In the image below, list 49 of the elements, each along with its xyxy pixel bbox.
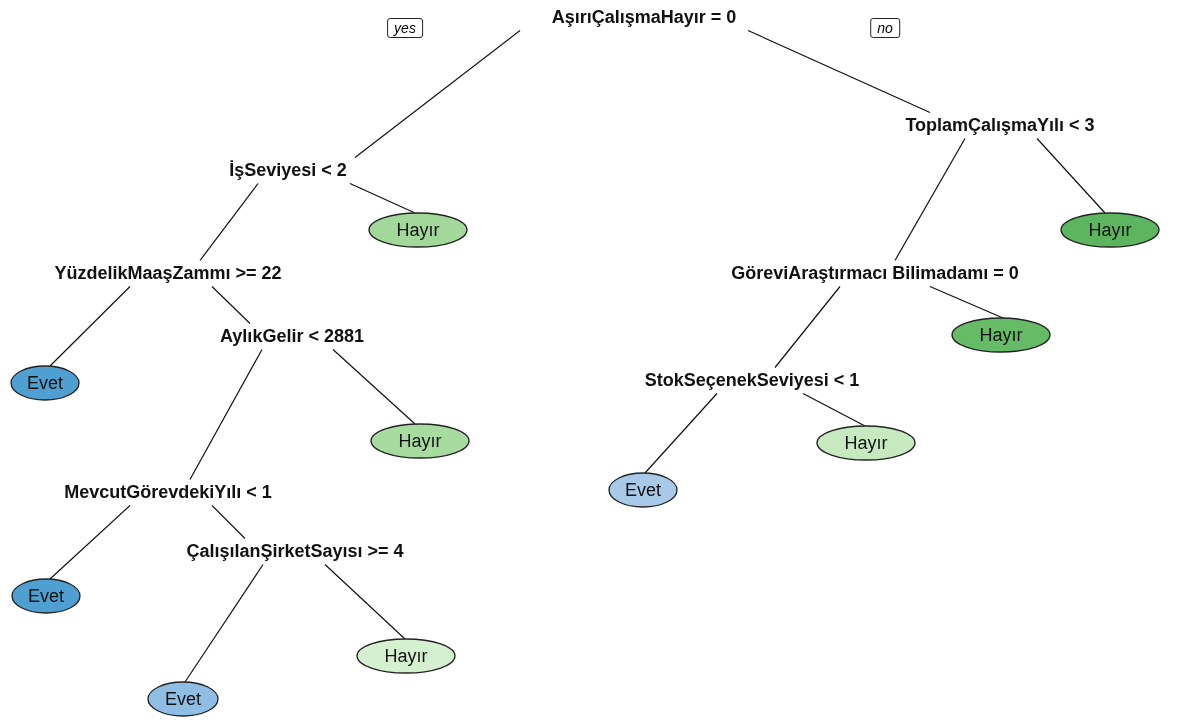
leaf-ellipse — [356, 638, 456, 674]
class-label: Hayır — [979, 324, 1023, 346]
branch-direction-tag: no — [870, 18, 900, 38]
leaf-ellipse — [608, 472, 678, 508]
split-condition: ToplamÇalışmaYılı < 3 — [903, 111, 1097, 139]
branch-line — [774, 285, 841, 369]
class-label: Evet — [625, 479, 661, 501]
leaf-ellipse — [816, 425, 916, 461]
split-condition: AylıkGelir < 2881 — [218, 322, 366, 350]
branch-line — [644, 392, 718, 474]
branch-line — [354, 29, 521, 159]
split-condition: AşırıÇalışmaHayır = 0 — [549, 3, 739, 31]
branch-line — [189, 348, 263, 481]
class-label: Hayır — [396, 219, 440, 241]
branch-line — [802, 392, 866, 427]
class-label: Hayır — [384, 645, 428, 667]
class-label: Evet — [27, 372, 63, 394]
branch-line — [349, 182, 416, 214]
split-condition: GöreviAraştırmacı Bilimadamı = 0 — [729, 259, 1021, 287]
class-label: Hayır — [398, 430, 442, 452]
split-condition: YüzdelikMaaşZammı >= 22 — [52, 259, 284, 287]
branch-line — [324, 563, 406, 640]
class-label: Hayır — [844, 432, 888, 454]
branch-line — [929, 285, 1004, 319]
split-condition: İşSeviyesi < 2 — [227, 156, 349, 184]
leaf-ellipse — [10, 365, 80, 401]
leaf-ellipse — [951, 317, 1051, 353]
leaf-ellipse — [368, 212, 468, 248]
class-label: Evet — [165, 688, 201, 710]
branch-line — [184, 563, 264, 683]
branch-direction-tag: yes — [387, 18, 423, 38]
split-condition: MevcutGörevdekiYılı < 1 — [62, 478, 274, 506]
split-condition: ÇalışılanŞirketSayısı >= 4 — [184, 537, 406, 565]
branch-line — [211, 285, 251, 325]
branch-line — [199, 182, 259, 262]
leaf-ellipse — [1060, 212, 1160, 248]
branch-line — [332, 348, 416, 425]
branch-line — [49, 504, 131, 580]
leaf-ellipse — [11, 578, 81, 614]
class-label: Hayır — [1088, 219, 1132, 241]
leaf-ellipse — [370, 423, 470, 459]
branch-line — [1036, 137, 1106, 214]
leaf-ellipse — [147, 681, 219, 717]
class-label: Evet — [28, 585, 64, 607]
branch-line — [894, 137, 966, 262]
branch-line — [49, 285, 131, 367]
split-condition: StokSeçenekSeviyesi < 1 — [642, 366, 862, 394]
branch-line — [747, 29, 931, 114]
branch-line — [211, 504, 246, 540]
